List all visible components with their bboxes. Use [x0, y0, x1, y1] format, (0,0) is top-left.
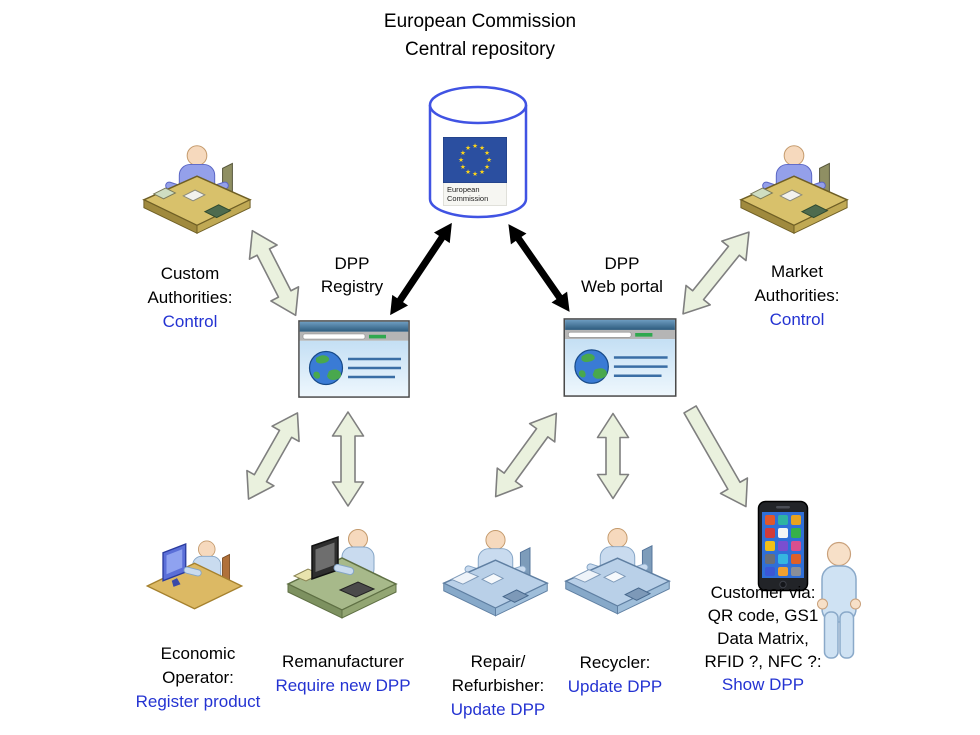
svg-text:★: ★	[472, 142, 478, 150]
actor-action-text: Show DPP	[721, 675, 805, 694]
custom-authorities-registry-arrow	[236, 222, 312, 325]
eu-flag-caption-line2: Commission	[447, 194, 489, 203]
market-authorities-webportal-arrow	[668, 220, 763, 326]
standing-person-icon	[817, 541, 861, 659]
repair-refurbisher-label: Repair/ Refurbisher: Update DPP	[418, 650, 578, 722]
economic-operator-figure	[142, 528, 247, 623]
actor-action-text: Update DPP	[450, 700, 546, 719]
green-double-arrow-icon	[248, 229, 300, 317]
service-desk-icon	[442, 530, 549, 617]
svg-text:★: ★	[484, 163, 490, 171]
dpp-registry-node	[298, 320, 410, 398]
workstation-user-icon	[286, 529, 398, 619]
diagram-title-line2: Central repository	[405, 39, 555, 60]
desk-clerk-icon	[142, 145, 252, 235]
actor-name-line: QR code, GS1	[707, 606, 819, 625]
service-desk-icon	[564, 528, 671, 615]
actor-name-line: Refurbisher:	[451, 676, 545, 695]
actor-action-text: Control	[162, 312, 218, 331]
eu-flag-caption: European Commission	[443, 183, 507, 206]
black-double-arrow-icon	[390, 222, 452, 316]
dpp-web-portal-label: DPP Web portal	[557, 252, 687, 298]
customer-person	[810, 540, 868, 662]
actor-name-line: Recycler:	[579, 653, 651, 672]
svg-text:★: ★	[472, 170, 478, 178]
actor-name-line: Operator:	[162, 668, 234, 687]
repository-webportal-sync-arrow	[498, 216, 580, 319]
computer-user-icon	[145, 540, 244, 610]
svg-text:★: ★	[460, 163, 466, 171]
svg-text:★: ★	[465, 144, 471, 152]
eu-flag-icon: ★★★ ★★★ ★★★ ★★★	[443, 137, 507, 183]
remanufacturer-figure	[282, 524, 402, 626]
green-double-arrow-icon	[494, 412, 558, 498]
registry-economic-operator-arrow	[232, 403, 313, 509]
webportal-repair-arrow	[481, 402, 572, 508]
diagram-title-line1: European Commission	[383, 11, 577, 32]
webportal-recycler-arrow	[595, 412, 631, 500]
svg-text:★: ★	[479, 144, 485, 152]
webportal-customer-arrow	[674, 400, 762, 517]
green-double-arrow-icon	[331, 411, 365, 507]
custom-authorities-label: Custom Authorities: Control	[115, 262, 265, 334]
dpp-registry-label-line1: DPP	[334, 254, 370, 273]
green-single-arrow-icon	[683, 405, 749, 508]
actor-name-line: Remanufacturer	[282, 652, 404, 671]
actor-action-text: Update DPP	[567, 677, 663, 696]
actor-name-line: Repair/	[470, 652, 526, 671]
dpp-registry-label-line2: Registry	[320, 277, 384, 296]
green-double-arrow-icon	[596, 412, 630, 500]
economic-operator-label: Economic Operator: Register product	[108, 642, 288, 714]
actor-name-line: Authorities:	[147, 288, 233, 307]
actor-name-line: Data Matrix,	[717, 629, 809, 648]
app-grid	[765, 515, 801, 576]
eu-flag-caption-line1: European	[447, 185, 480, 194]
svg-text:★: ★	[484, 149, 490, 157]
dpp-web-portal-label-line1: DPP	[604, 254, 640, 273]
actor-name-line: Economic	[160, 644, 236, 663]
registry-remanufacturer-arrow	[330, 411, 366, 507]
svg-text:★: ★	[460, 149, 466, 157]
actor-name-line: Customer via:	[710, 583, 816, 602]
actor-action-text: Control	[769, 310, 825, 329]
remanufacturer-label: Remanufacturer Require new DPP	[253, 650, 433, 698]
svg-text:★: ★	[479, 168, 485, 176]
dpp-web-portal-label-line2: Web portal	[581, 277, 663, 296]
customer-smartphone	[757, 500, 809, 592]
eu-flag-plate: ★★★ ★★★ ★★★ ★★★ European Commission	[443, 137, 507, 206]
desk-clerk-icon	[739, 145, 849, 235]
market-authorities-label: Market Authorities: Control	[722, 260, 872, 332]
dpp-web-portal-node	[562, 318, 678, 397]
actor-name-line: RFID ?, NFC ?:	[704, 652, 822, 671]
svg-text:★: ★	[458, 156, 464, 164]
actor-action-text: Register product	[135, 692, 261, 711]
actor-action-text: Require new DPP	[275, 676, 411, 695]
svg-text:★: ★	[486, 156, 492, 164]
browser-window-icon	[563, 318, 677, 397]
recycler-label: Recycler: Update DPP	[535, 651, 695, 699]
market-authorities-figure	[735, 140, 853, 240]
repository-registry-sync-arrow	[380, 215, 463, 322]
green-double-arrow-icon	[682, 231, 750, 315]
dpp-registry-label: DPP Registry	[292, 252, 412, 298]
black-double-arrow-icon	[508, 224, 570, 312]
smartphone-icon	[757, 500, 809, 592]
actor-name-line: Custom	[160, 264, 220, 283]
custom-authorities-figure	[138, 140, 256, 240]
svg-text:★: ★	[465, 168, 471, 176]
actor-name-line: Market	[771, 262, 823, 281]
customer-label: Customer via: QR code, GS1 Data Matrix, …	[683, 581, 843, 696]
green-double-arrow-icon	[246, 412, 300, 500]
repair-refurbisher-figure	[438, 522, 553, 630]
diagram-title: European Commission Central repository	[280, 8, 680, 64]
globe-icon	[308, 350, 344, 386]
recycler-figure	[560, 520, 675, 628]
globe-icon	[574, 349, 609, 384]
actor-name-line: Authorities:	[754, 286, 840, 305]
browser-window-icon	[298, 320, 410, 398]
